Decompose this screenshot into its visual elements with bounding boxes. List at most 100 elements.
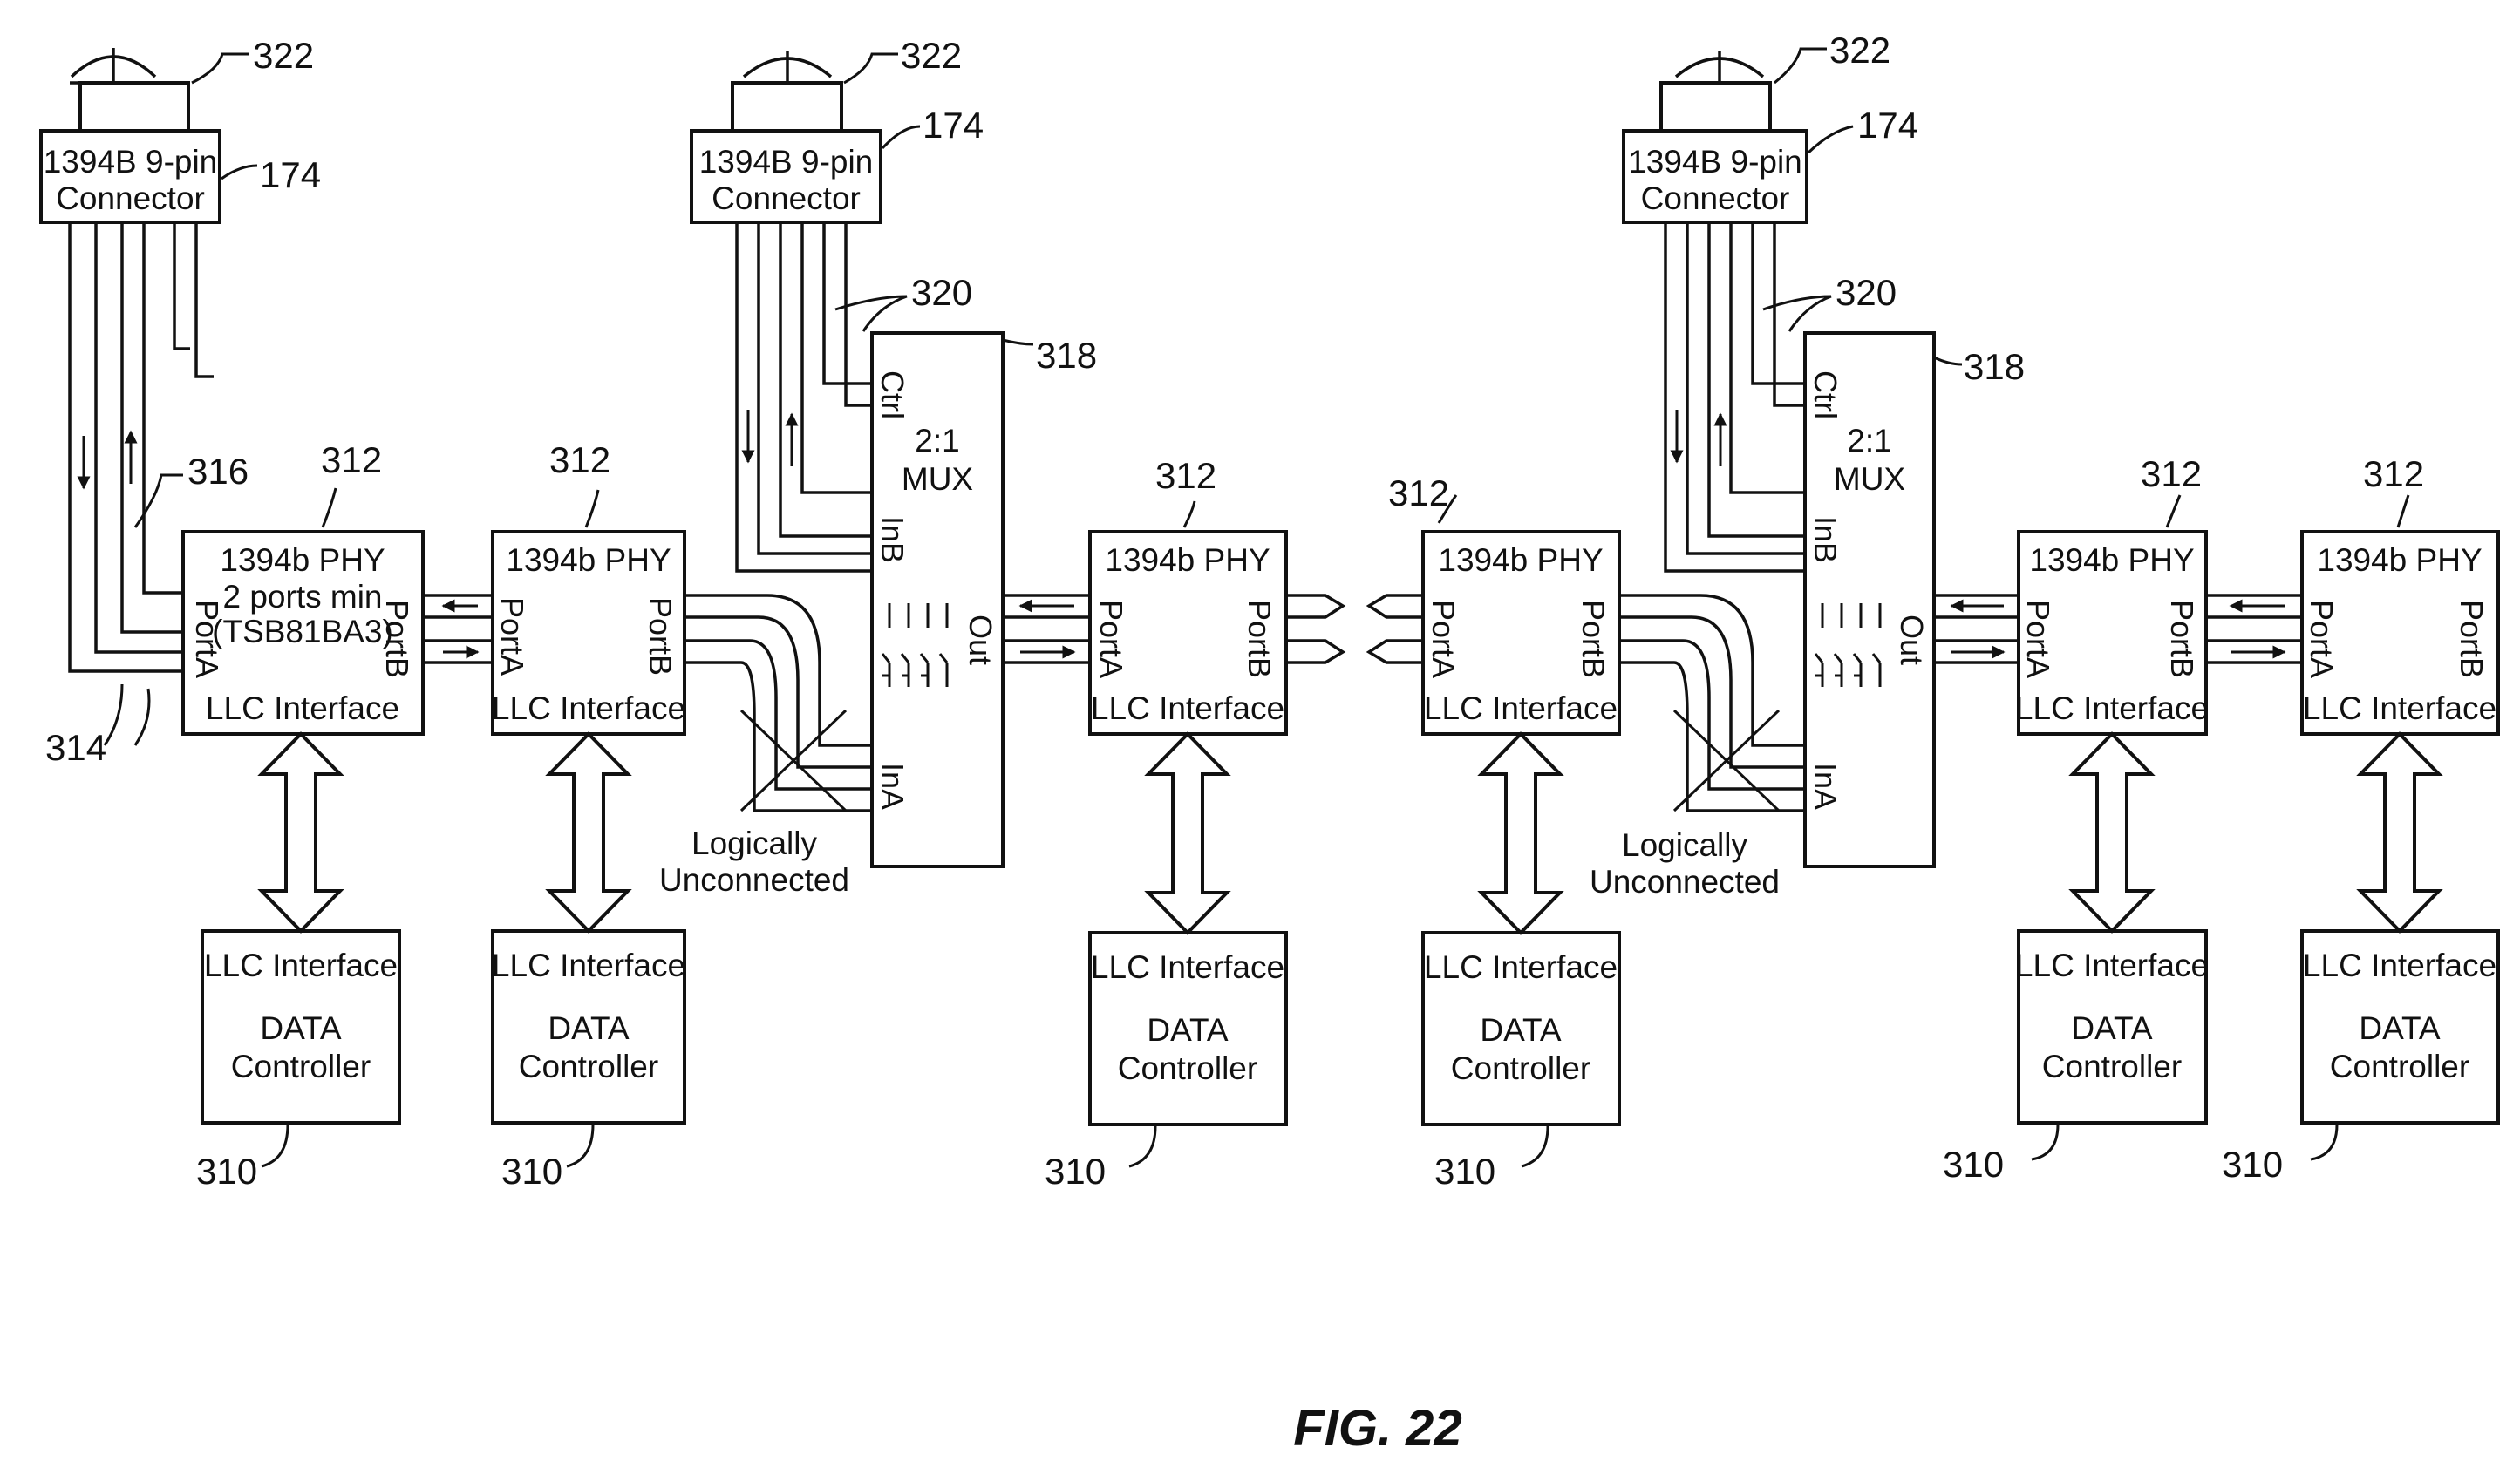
ref-322: 322 (1829, 30, 1890, 71)
unconnected-note-1-line1: Logically (691, 826, 817, 861)
controller-title: Controller (231, 1049, 371, 1084)
connector-label-2: Connector (1641, 180, 1790, 216)
cable-1 (68, 222, 214, 673)
ref-310: 310 (2222, 1144, 2283, 1185)
bus-arrows (257, 731, 2443, 935)
unconnected-cross-1 (739, 709, 848, 812)
bus-arrow-2 (545, 731, 632, 934)
controller-data: DATA (1147, 1012, 1229, 1048)
controller-data: DATA (548, 1010, 630, 1046)
phy-portb: PortB (2164, 600, 2200, 678)
mux-switch-icon (1814, 603, 1882, 687)
mux-ratio: 2:1 (1847, 423, 1891, 459)
connector-label-2: Connector (56, 180, 205, 216)
controller-block-5: LLC Interface DATA Controller (2015, 929, 2209, 1125)
bus-arrow-3 (1144, 731, 1231, 935)
phy-block-4: 1394b PHY LLC Interface PortA PortB (1421, 530, 1621, 736)
ref-318: 318 (1964, 346, 2025, 387)
phy-portb: PortB (379, 600, 415, 678)
controller-title: Controller (1118, 1050, 1257, 1086)
phy-llc: LLC Interface (1424, 690, 1618, 726)
phy-porta: PortA (494, 597, 530, 676)
unconnected-note-1-line2: Unconnected (659, 862, 849, 898)
ref-322: 322 (253, 35, 314, 76)
ref-312: 312 (1155, 455, 1216, 496)
phy-portb: PortB (1242, 600, 1277, 678)
ref-174: 174 (1857, 105, 1918, 146)
controller-llc: LLC Interface (2015, 948, 2209, 983)
connector-label-2: Connector (712, 180, 861, 216)
controller-llc: LLC Interface (2303, 948, 2496, 983)
cable-2 (735, 222, 872, 573)
ref-312: 312 (2141, 453, 2202, 494)
ref-numerals: 322 322 322 174 174 174 320 320 318 318 … (45, 30, 2424, 1192)
phy-block-5: 1394b PHY LLC Interface PortA PortB (2015, 530, 2209, 736)
phy-porta: PortA (189, 600, 225, 678)
ref-310: 310 (1434, 1151, 1495, 1192)
mux-ina: InA (875, 763, 910, 810)
controller-llc: LLC Interface (1091, 949, 1284, 985)
connector-cap-icon (70, 48, 157, 85)
ref-310: 310 (1943, 1144, 2004, 1185)
phy-block-3: 1394b PHY LLC Interface PortA PortB (1088, 530, 1288, 736)
ref-310: 310 (1045, 1151, 1106, 1192)
phy-title: 1394b PHY (506, 542, 671, 578)
mux-title: MUX (1834, 461, 1905, 497)
controller-data: DATA (2359, 1010, 2441, 1046)
ref-314: 314 (45, 727, 106, 768)
controller-data: DATA (2071, 1010, 2153, 1046)
phy-ports-note: 2 ports min (222, 579, 382, 615)
bus-arrow-6 (2356, 731, 2443, 934)
controller-title: Controller (2330, 1049, 2469, 1084)
mux-ctrl: Ctrl (875, 370, 910, 419)
ref-174: 174 (260, 154, 321, 195)
phy-llc: LLC Interface (492, 690, 685, 726)
phy-part-number: (TSB81BA3) (212, 614, 393, 649)
bus-arrow-5 (2068, 731, 2156, 934)
mux-inb: InB (1808, 516, 1843, 563)
bus-arrow-1 (257, 731, 344, 934)
ref-322: 322 (901, 35, 962, 76)
phy-llc: LLC Interface (1091, 690, 1284, 726)
ref-310: 310 (196, 1151, 257, 1192)
ref-312: 312 (2363, 453, 2424, 494)
controller-llc: LLC Interface (204, 948, 398, 983)
mux-title: MUX (902, 461, 973, 497)
ref-316: 316 (187, 451, 249, 492)
phy-block-2: 1394b PHY LLC Interface PortA PortB (491, 530, 686, 736)
controller-block-6: LLC Interface DATA Controller (2300, 929, 2500, 1125)
controller-block-2: LLC Interface DATA Controller (491, 929, 686, 1125)
connector-label-1: 1394B 9-pin (699, 144, 874, 180)
bus-arrow-4 (1477, 731, 1564, 935)
phy-portb: PortB (2454, 600, 2489, 678)
ref-174: 174 (923, 105, 984, 146)
controller-llc: LLC Interface (492, 948, 685, 983)
mux-out: Out (1894, 615, 1930, 665)
controller-block-1: LLC Interface DATA Controller (201, 929, 401, 1125)
controller-title: Controller (519, 1049, 658, 1084)
link-mux2-phy5 (1934, 594, 2019, 664)
controller-data: DATA (260, 1010, 342, 1046)
controller-data: DATA (1480, 1012, 1562, 1048)
phy-portb: PortB (643, 597, 678, 676)
mux-block-2: 2:1 MUX Ctrl InB InA Out (1803, 331, 1936, 868)
ref-312: 312 (1388, 472, 1449, 513)
mux-ratio: 2:1 (915, 423, 959, 459)
link-phy4-mux2 (1619, 594, 1805, 812)
mux-ctrl: Ctrl (1808, 370, 1843, 419)
link-phy3-phy4 (1286, 594, 1423, 664)
controller-llc: LLC Interface (1424, 949, 1618, 985)
phy-porta: PortA (2020, 600, 2056, 678)
unconnected-note-2-line2: Unconnected (1590, 864, 1780, 900)
connector-2: 1394B 9-pin Connector (690, 51, 882, 224)
link-mux1-phy3 (1003, 594, 1090, 664)
link-phy2-mux1 (684, 594, 872, 812)
mux-switch-icon (881, 603, 949, 687)
mux-inb: InB (875, 516, 910, 563)
unconnected-cross-2 (1672, 709, 1781, 812)
phy-title: 1394b PHY (2317, 542, 2482, 578)
connector-1: 1394B 9-pin Connector (39, 48, 221, 224)
phy-title: 1394b PHY (1438, 542, 1603, 578)
link-phy5-phy6 (2206, 594, 2302, 664)
